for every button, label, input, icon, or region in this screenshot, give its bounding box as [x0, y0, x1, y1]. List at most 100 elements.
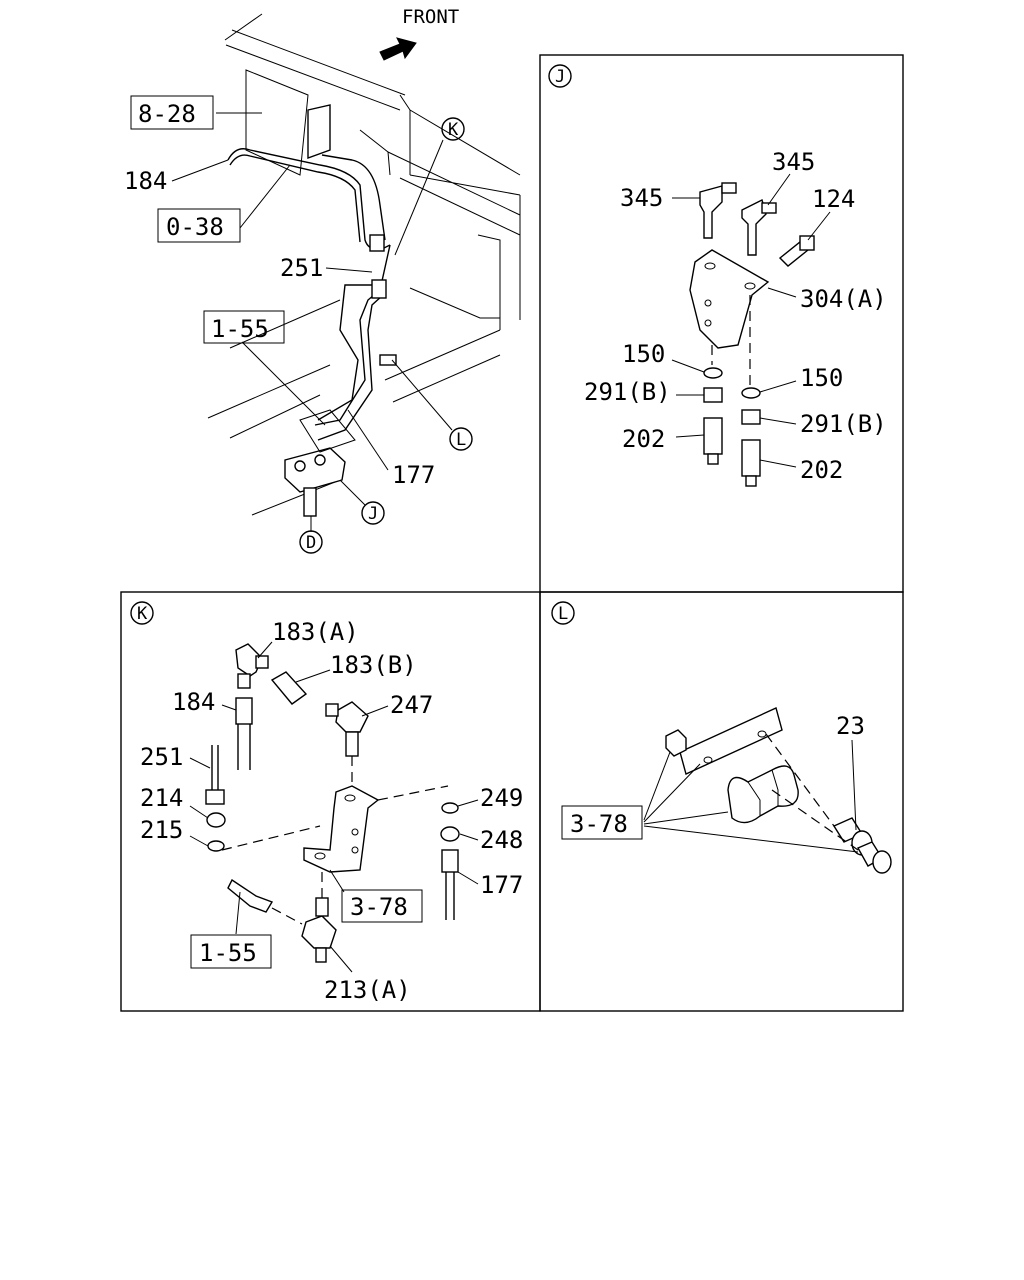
label-345-b: 345 [772, 148, 815, 176]
label-213a: 213(A) [324, 976, 411, 1004]
axis-k-right [377, 785, 449, 801]
panel-k: K [130, 601, 523, 1004]
label-184-k: 184 [172, 688, 215, 716]
tee-213a [301, 915, 337, 949]
spacer-nut [665, 729, 687, 757]
label-304a: 304(A) [800, 285, 887, 313]
pipe-251-k [211, 745, 219, 790]
callout-d: D [306, 533, 316, 553]
leader-251-k [189, 757, 211, 769]
bracket-hole-c [704, 299, 712, 307]
nut-177 [441, 849, 459, 873]
ref-box-8-28 [130, 95, 214, 130]
clip-249 [441, 802, 459, 814]
nut-251 [205, 789, 225, 805]
block-nut-b [314, 454, 326, 466]
connector-upper [369, 234, 385, 252]
leader-j [339, 479, 366, 506]
ref-box-3-78-k [341, 889, 423, 923]
ref-1-55: 1-55 [211, 315, 269, 343]
ref-0-38: 0-38 [166, 213, 224, 241]
label-251-k: 251 [140, 743, 183, 771]
leader-184-k [221, 704, 237, 711]
nut-184 [235, 697, 253, 725]
elbow-183a-stem [255, 655, 269, 669]
washer-150-a [703, 367, 723, 379]
label-249: 249 [480, 784, 523, 812]
leader-124 [807, 211, 831, 241]
lower-block [284, 447, 346, 493]
leader-184 [171, 159, 229, 182]
nut-291b-b [741, 409, 761, 425]
bracket-k-hole-d [351, 846, 359, 854]
ref-box-1-55 [203, 310, 285, 344]
mount-plate [245, 69, 309, 176]
label-215: 215 [140, 816, 183, 844]
leader-3-78-d [643, 825, 859, 853]
leader-1-55-k [235, 891, 241, 935]
axis-k-left [221, 825, 321, 851]
connector-251 [371, 279, 387, 299]
panel-k-title-circle [130, 601, 154, 625]
label-150-b: 150 [800, 364, 843, 392]
label-183b: 183(B) [330, 651, 417, 679]
bracket-k-hole-top [344, 794, 356, 802]
pipe-184-k [237, 724, 251, 770]
main-assembly-view: FRONT 8-28 1 [124, 6, 521, 554]
bracket-hole-d [704, 319, 712, 327]
leader-345-b [767, 173, 791, 206]
leader-k [394, 139, 444, 256]
ref-8-28: 8-28 [138, 100, 196, 128]
fitting-345-a-stem [721, 182, 737, 194]
ref-1-55-k: 1-55 [199, 939, 257, 967]
spacer-202-b-tip [745, 475, 757, 487]
tee-213a-stem [315, 897, 329, 917]
clamp-detail [747, 769, 779, 816]
pipe-184-b [229, 154, 361, 243]
tee-247-left [325, 703, 339, 717]
panel-l: L 23 3-78 [551, 601, 892, 874]
leader-249 [457, 799, 479, 807]
pipe-177-c [317, 294, 384, 441]
spacer-202-a [703, 417, 723, 455]
front-label: FRONT [402, 6, 459, 28]
leader-247 [361, 705, 389, 717]
label-202-b: 202 [800, 456, 843, 484]
clip-l [379, 354, 397, 366]
lower-outlet [303, 487, 317, 517]
fitting-345-a [699, 185, 723, 239]
tee-247-stem [345, 731, 359, 757]
tee-213a-outlet [315, 947, 327, 963]
nut-248 [440, 826, 460, 842]
leader-183b [295, 669, 331, 683]
panel-j-title-circle [548, 64, 572, 88]
pipe-end-1-55 [227, 878, 274, 913]
leader-150-b [759, 380, 797, 393]
label-291b-b: 291(B) [800, 410, 887, 438]
label-150-a: 150 [622, 340, 665, 368]
callout-k-circle [441, 117, 465, 141]
panel-l-frame [539, 591, 904, 1012]
leader-3-78-c [643, 811, 729, 825]
label-247: 247 [390, 691, 433, 719]
pipe-184 [227, 148, 391, 251]
washer-150-b [741, 387, 761, 399]
panel-j: J 345 345 [548, 64, 887, 487]
callout-l-circle [449, 427, 473, 451]
lower-pipe-loop [299, 409, 356, 453]
elbow-183a-nut [237, 673, 251, 689]
pipe-upper [321, 154, 386, 241]
ref-box-3-78-l [561, 805, 643, 840]
leader-3-78-b [643, 763, 701, 823]
bolt-124-head [799, 235, 815, 251]
label-177: 177 [392, 461, 435, 489]
tee-247 [335, 701, 369, 733]
callout-l: L [456, 430, 466, 450]
panel-j-title: J [555, 67, 565, 87]
label-291b-a: 291(B) [584, 378, 671, 406]
clip-215 [207, 840, 225, 852]
label-251: 251 [280, 254, 323, 282]
nut-291b-a [703, 387, 723, 403]
fitting-345-b-stem [761, 202, 777, 214]
